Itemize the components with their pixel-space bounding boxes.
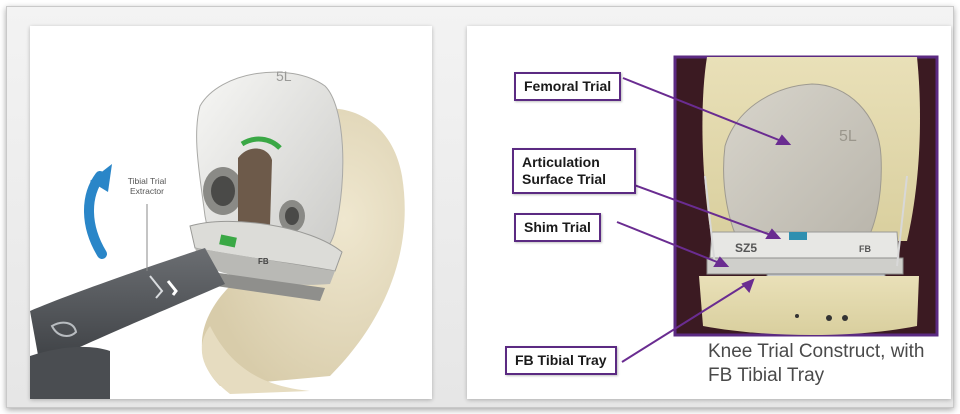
tibial-trial-extractor-label: Tibial Trial Extractor — [117, 176, 177, 196]
femoral-size-mark-photo: 5L — [839, 128, 857, 145]
insert-size-mark: SZ5 — [735, 241, 757, 255]
callout-articulation-surface-trial: Articulation Surface Trial — [512, 148, 636, 194]
callout-shim-trial: Shim Trial — [514, 213, 601, 242]
femoral-size-mark: 5L — [276, 68, 292, 84]
shim-trial-shape — [707, 258, 903, 274]
rotation-arrow-icon — [89, 176, 102, 254]
extractor-illustration: 5L FB — [30, 26, 432, 399]
tibia-bone — [699, 276, 919, 335]
callout-fb-tibial-tray: FB Tibial Tray — [505, 346, 617, 375]
insert-mark: FB — [258, 257, 269, 266]
insert-blue-marker — [789, 232, 807, 240]
extractor-handle — [30, 248, 225, 366]
insert-type-mark: FB — [859, 244, 871, 254]
construct-caption: Knee Trial Construct, with FB Tibial Tra… — [708, 340, 948, 388]
callout-femoral-trial: Femoral Trial — [514, 72, 621, 101]
extractor-illustration-panel: 5L FB Tibial Trial Extractor — [30, 26, 432, 399]
